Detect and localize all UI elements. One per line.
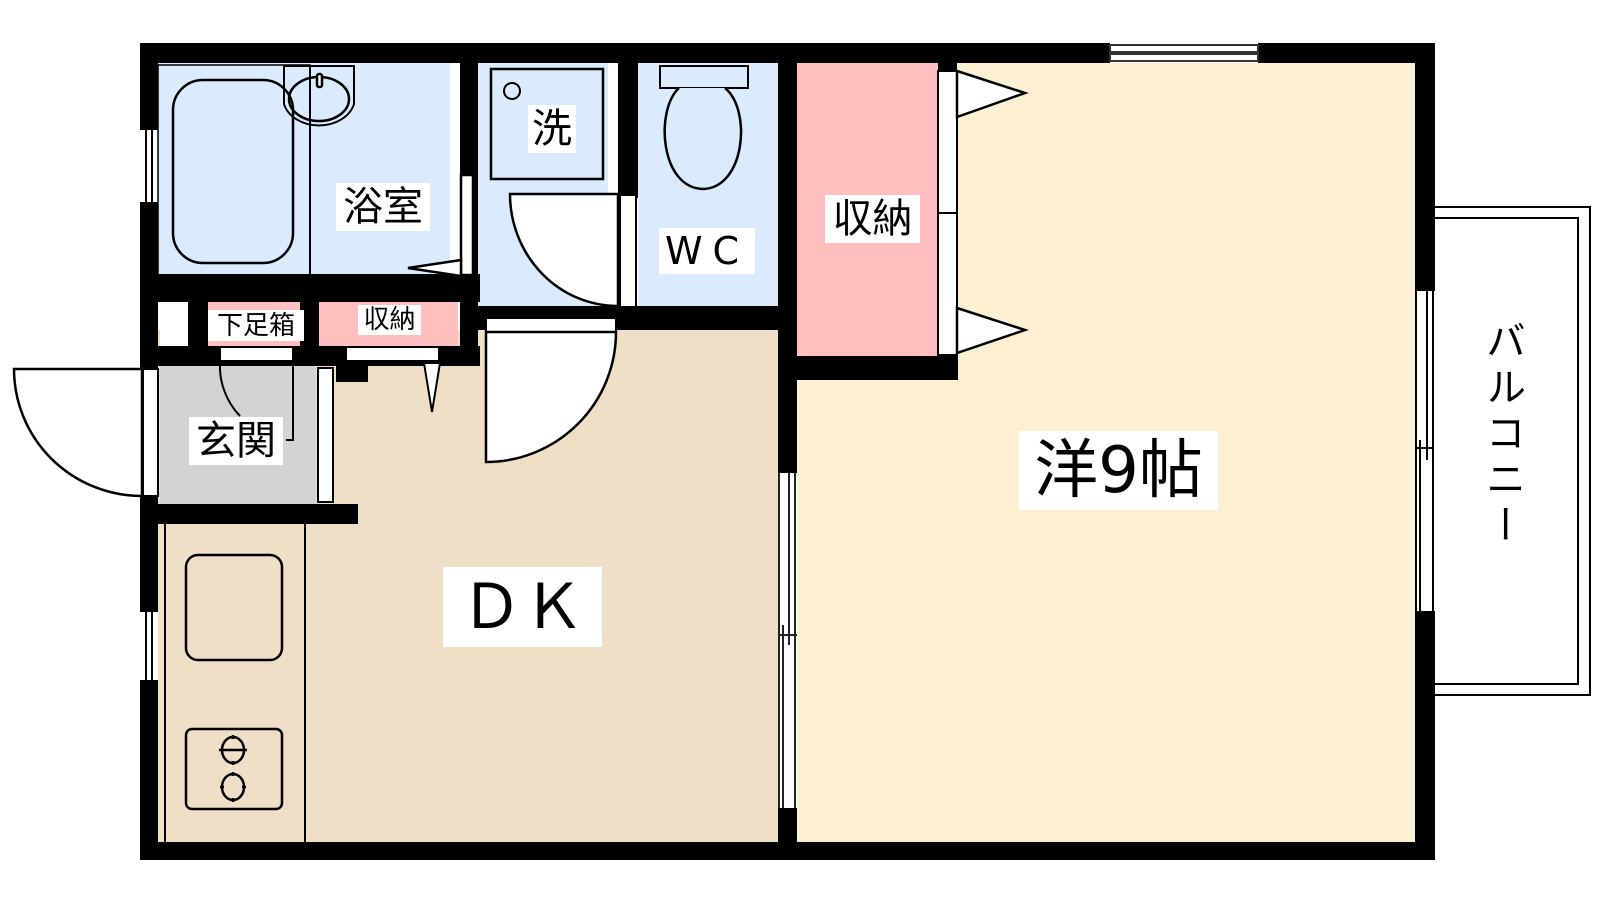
window-bathroom xyxy=(140,130,158,202)
laundry-door-swing xyxy=(508,192,620,308)
entrance-inner-door xyxy=(317,367,334,503)
washing-machine-pan-icon xyxy=(489,67,605,181)
balcony xyxy=(1432,206,1591,696)
window-top xyxy=(1109,43,1259,63)
entrance-door-frame xyxy=(142,368,159,497)
room-label-laundry: 洗 xyxy=(528,105,576,153)
dk-door-swing xyxy=(484,330,618,464)
room-label-entrance: 玄関 xyxy=(189,417,283,465)
room-label-western-room: 洋9帖 xyxy=(1019,431,1218,510)
room-label-bathroom: 浴室 xyxy=(336,183,430,231)
closet-door-swing-bottom xyxy=(955,306,1029,355)
bathroom-floor xyxy=(158,62,450,274)
closet-hall-door-swing xyxy=(422,362,442,413)
room-label-dining-kitchen: ＤＫ xyxy=(443,567,602,647)
laundry-door-frame xyxy=(619,194,637,308)
doors xyxy=(12,69,1029,503)
bathroom-door xyxy=(459,173,475,277)
gas-stove-icon xyxy=(184,727,284,811)
shoe-box-door xyxy=(219,346,294,362)
dk-door-frame xyxy=(485,317,617,333)
small-white-niche xyxy=(160,302,188,346)
room-label-toilet: WC xyxy=(659,228,755,274)
fixtures xyxy=(157,64,749,842)
entrance-door-swing xyxy=(12,367,144,498)
sliding-door-dk-western xyxy=(778,473,797,808)
room-label-closet-hall: 収納 xyxy=(358,305,421,335)
bathtub-icon xyxy=(171,78,295,265)
room-label-balcony: バルコニー xyxy=(1479,320,1525,550)
toilet-icon xyxy=(659,65,749,191)
closet-door-swing-top xyxy=(955,69,1029,119)
windows xyxy=(140,43,1435,808)
sink-icon xyxy=(184,553,284,662)
room-label-shoe-box: 下足箱 xyxy=(208,310,304,341)
closet-hall-door xyxy=(345,346,440,362)
window-balcony xyxy=(1415,291,1435,611)
bathroom-door-swing xyxy=(407,258,463,278)
window-kitchen xyxy=(140,612,158,680)
washbasin-icon xyxy=(283,65,355,127)
room-label-closet-main: 収納 xyxy=(825,195,920,243)
shoe-box-door-swing xyxy=(218,362,241,417)
